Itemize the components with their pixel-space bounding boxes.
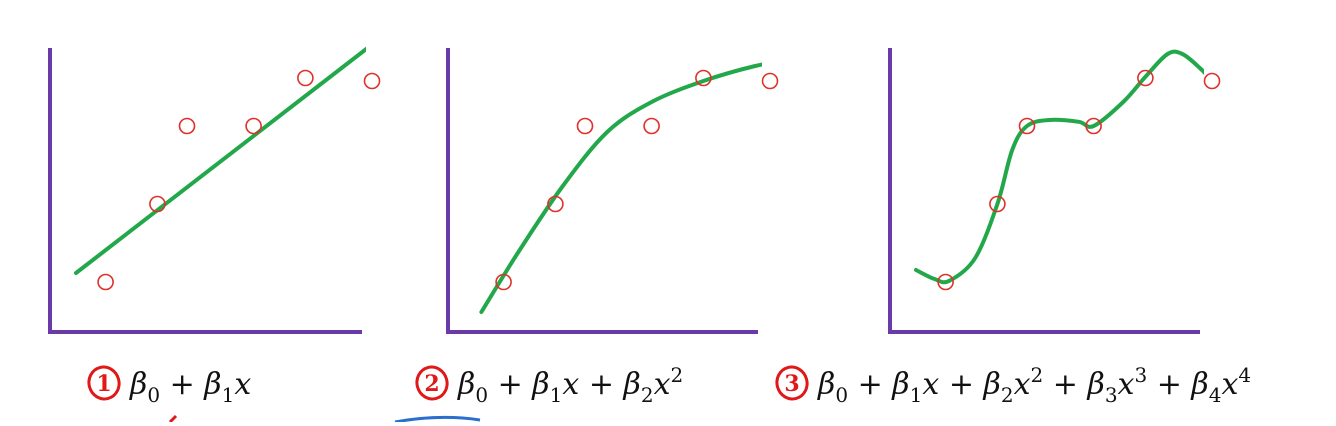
data-point xyxy=(1137,69,1154,87)
data-point xyxy=(576,117,594,135)
data-point xyxy=(643,117,660,135)
panel-linear: 1 β0​ + β1x xyxy=(48,46,381,407)
fit-curve-quartic xyxy=(914,49,1204,285)
fit-curve-quadratic xyxy=(479,62,762,314)
data-point xyxy=(1018,117,1036,135)
number-annotation: 1 xyxy=(87,365,121,401)
data-point xyxy=(937,273,954,291)
fit-curve-linear xyxy=(74,46,366,275)
data-point xyxy=(1203,72,1221,90)
panel-quadratic: 2 β0​ + β1x + β2x2​ xyxy=(415,48,779,407)
annotation-fragment xyxy=(168,414,178,424)
model-formula: β0​ + β1x xyxy=(129,367,251,407)
annotation-fragment xyxy=(394,415,481,424)
number-label: 2 xyxy=(424,371,439,397)
data-point xyxy=(363,72,381,90)
panel-quartic: 3 β0​ + β1x + β2x2​ + β3x3​ + β4x4​ xyxy=(775,48,1251,407)
model-formula: β0​ + β1x + β2x2​ xyxy=(457,363,683,407)
data-point xyxy=(1085,117,1102,135)
number-annotation: 3 xyxy=(775,365,809,401)
data-point xyxy=(97,273,114,291)
data-point xyxy=(547,195,564,213)
data-point xyxy=(149,195,166,213)
data-point xyxy=(695,69,712,87)
data-point xyxy=(245,117,262,135)
number-annotation: 2 xyxy=(415,365,449,401)
model-formula: β0​ + β1x + β2x2​ + β3x3​ + β4x4​ xyxy=(817,363,1251,407)
data-point xyxy=(761,72,779,90)
data-point xyxy=(178,117,196,135)
number-label: 3 xyxy=(784,371,799,397)
data-point xyxy=(297,69,314,87)
data-point xyxy=(495,273,512,291)
data-point xyxy=(989,195,1006,213)
number-label: 1 xyxy=(96,371,111,397)
